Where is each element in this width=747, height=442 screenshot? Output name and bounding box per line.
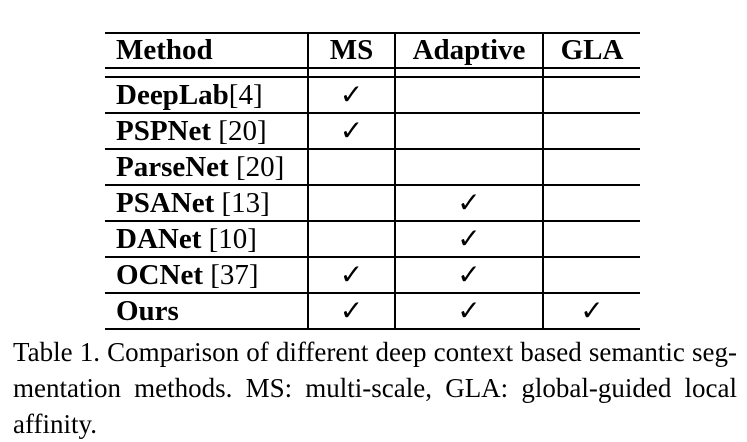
header-row: Method MS Adaptive GLA <box>105 32 640 69</box>
method-ref: [20] <box>211 114 267 147</box>
method-cell: DANet [10] <box>105 221 308 258</box>
method-cell: OCNet [37] <box>105 257 308 294</box>
method-cell: PSPNet [20] <box>105 113 308 150</box>
method-cell: DeepLab[4] <box>105 77 308 114</box>
double-rule-spacer-row <box>105 68 640 78</box>
adaptive-check-cell: ✓ <box>394 293 543 330</box>
ms-check-cell <box>307 221 395 258</box>
method-ref: [10] <box>201 222 257 255</box>
method-name: Ours <box>116 294 179 327</box>
double-rule-spacer-cell <box>394 68 543 78</box>
double-rule-spacer-cell <box>542 68 640 78</box>
adaptive-check-cell <box>394 77 543 114</box>
ms-check-cell: ✓ <box>307 77 395 114</box>
method-name: PSPNet <box>116 114 212 147</box>
gla-check-cell <box>542 185 640 222</box>
adaptive-check-cell <box>394 149 543 186</box>
table-row-parsenet: ParseNet [20] <box>105 149 640 186</box>
table-row-psanet: PSANet [13] ✓ <box>105 185 640 222</box>
header-method: Method <box>105 32 308 69</box>
adaptive-check-cell <box>394 113 543 150</box>
ms-check-cell: ✓ <box>307 293 395 330</box>
header-ms: MS <box>307 32 395 69</box>
caption-line: affinity. <box>13 409 97 439</box>
double-rule-spacer-cell <box>307 68 395 78</box>
table-row-ours: Ours ✓ ✓ ✓ <box>105 293 640 330</box>
gla-check-cell <box>542 149 640 186</box>
table-caption: Table 1. Comparison of different deep co… <box>13 334 737 442</box>
ms-check-cell: ✓ <box>307 257 395 294</box>
comparison-table: Method MS Adaptive GLA DeepLab[4] ✓ PSPN… <box>105 32 640 330</box>
method-ref: [13] <box>214 186 270 219</box>
gla-check-cell: ✓ <box>542 293 640 330</box>
method-cell: ParseNet [20] <box>105 149 308 186</box>
table-row-danet: DANet [10] ✓ <box>105 221 640 258</box>
method-ref: [20] <box>228 150 285 183</box>
table-row-ocnet: OCNet [37] ✓ ✓ <box>105 257 640 294</box>
method-name: ParseNet <box>116 150 229 183</box>
method-ref: [4] <box>228 78 263 111</box>
adaptive-check-cell: ✓ <box>394 221 543 258</box>
method-name: DeepLab <box>116 78 229 111</box>
method-ref: [37] <box>202 258 259 291</box>
ms-check-cell: ✓ <box>307 113 395 150</box>
adaptive-check-cell: ✓ <box>394 257 543 294</box>
header-adaptive: Adaptive <box>394 32 543 69</box>
double-rule-spacer-cell <box>105 68 308 78</box>
gla-check-cell <box>542 257 640 294</box>
gla-check-cell <box>542 221 640 258</box>
caption-line: Table 1. Comparison of different deep co… <box>13 337 737 367</box>
header-gla: GLA <box>542 32 640 69</box>
gla-check-cell <box>542 113 640 150</box>
method-cell: PSANet [13] <box>105 185 308 222</box>
method-cell: Ours <box>105 293 308 330</box>
table-header: Method MS Adaptive GLA <box>105 32 640 78</box>
adaptive-check-cell: ✓ <box>394 185 543 222</box>
ms-check-cell <box>307 185 395 222</box>
ms-check-cell <box>307 149 395 186</box>
comparison-table-container: Method MS Adaptive GLA DeepLab[4] ✓ PSPN… <box>105 32 640 330</box>
caption-line: mentation methods. MS: multi-scale, GLA:… <box>13 373 737 403</box>
method-name: PSANet <box>116 186 215 219</box>
gla-check-cell <box>542 77 640 114</box>
table-body: DeepLab[4] ✓ PSPNet [20] ✓ ParseNet [20]… <box>105 77 640 330</box>
table-row-pspnet: PSPNet [20] ✓ <box>105 113 640 150</box>
table-row-deeplab: DeepLab[4] ✓ <box>105 77 640 114</box>
method-name: DANet <box>116 222 202 255</box>
method-name: OCNet <box>116 258 203 291</box>
